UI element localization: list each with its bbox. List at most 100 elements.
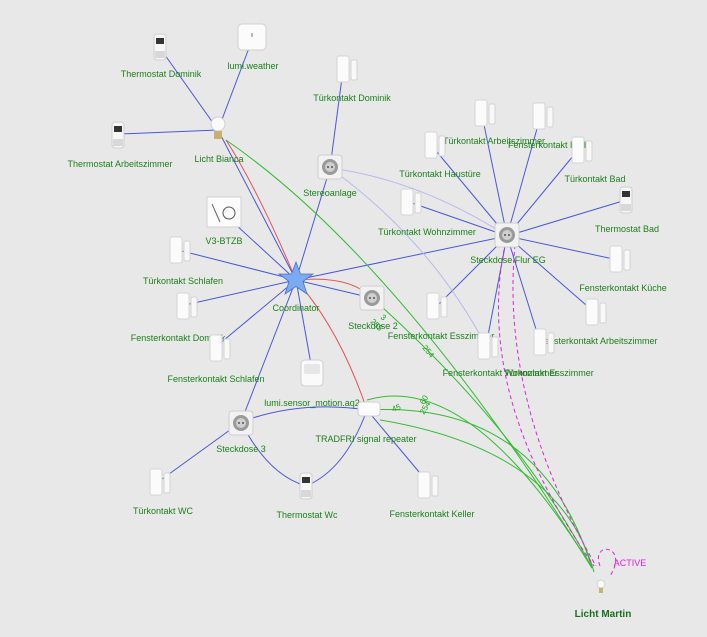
contact-sensor-icon — [585, 298, 607, 326]
node-fensterkontakt-schlafen[interactable]: Fensterkontakt Schlafen — [167, 334, 265, 384]
node-stereoanlage[interactable]: Stereoanlage — [303, 154, 357, 198]
link-coordinator-steckdose3 — [240, 279, 297, 423]
node-label: lumi.sensor_motion.aq2 — [264, 398, 360, 408]
node-tuerkontakt-dominik[interactable]: Türkontakt Dominik — [313, 55, 391, 103]
weather-sensor-icon — [237, 23, 267, 51]
route-bianca-martin — [225, 139, 593, 569]
lock-module-icon — [206, 196, 242, 228]
node-tuerkontakt-haustuere[interactable]: Türkontakt Haustüre — [399, 131, 481, 179]
node-tuerkontakt-wohnzimmer[interactable]: Türkontakt Wohnzimmer — [378, 188, 476, 237]
contact-sensor-icon — [474, 99, 496, 127]
node-label: Stereoanlage — [303, 188, 357, 198]
node-label: Fensterkontakt Küche — [579, 283, 667, 293]
node-label: V3-BTZB — [205, 236, 242, 246]
node-thermostat-dominik[interactable]: Thermostat Dominik — [121, 33, 202, 79]
node-tuerkontakt-schlafen[interactable]: Türkontakt Schlafen — [143, 236, 223, 286]
node-lumi-motion[interactable]: lumi.sensor_motion.aq2 — [264, 359, 360, 408]
link-bianca-thermostat-dominik — [159, 47, 219, 131]
link-coordinator-tuerkontakt-schlafen — [177, 249, 297, 281]
node-fensterkontakt-kueche[interactable]: Fensterkontakt Küche — [579, 245, 667, 293]
node-fensterkontakt-dominik[interactable]: Fensterkontakt Dominik — [131, 292, 226, 343]
repeater-icon — [357, 401, 381, 417]
route-flur-martin-dashed-b — [512, 244, 597, 567]
node-label: Steckdose Flur EG — [470, 255, 546, 265]
link-coordinator-steckdose-flur — [295, 235, 508, 281]
node-label: Thermostat Bad — [595, 224, 659, 234]
link-coordinator-lumi-motion — [295, 279, 313, 371]
link-bianca-thermostat-arbeitszimmer — [119, 129, 219, 135]
node-label: Fensterkontakt Keller — [389, 509, 474, 519]
node-label: Fensterkontakt Schlafen — [167, 374, 264, 384]
link-flur-tuerkontakt-arbeitszimmer — [481, 114, 508, 237]
link-stereo-flur-light — [329, 167, 508, 237]
link-coordinator-licht-bianca — [217, 129, 297, 281]
node-label: Fensterkontakt Bad — [508, 140, 586, 150]
thermostat-icon — [153, 33, 167, 61]
node-label: Steckdose 2 — [348, 321, 398, 331]
contact-sensor-icon — [609, 245, 631, 273]
contact-sensor-icon — [176, 292, 198, 320]
node-label: Licht Martin — [575, 609, 632, 620]
link-flur-fensterkontakt-bad — [506, 117, 541, 237]
plug-icon — [228, 410, 254, 436]
node-fensterkontakt-wohnzimmer[interactable]: Fensterkontakt Wohnzimmer — [443, 332, 558, 378]
contact-sensor-icon — [424, 131, 446, 159]
node-fensterkontakt-bad[interactable]: Fensterkontakt Bad — [508, 102, 586, 150]
contact-sensor-icon — [417, 471, 439, 499]
node-steckdose-2[interactable]: Steckdose 2 — [348, 285, 398, 331]
plug-icon — [317, 154, 343, 180]
contact-sensor-icon — [149, 468, 171, 496]
node-tuerkontakt-arbeitszimmer[interactable]: Türkontakt Arbeitszimmer — [443, 99, 545, 146]
node-label: Fensterkontakt Dominik — [131, 333, 226, 343]
link-coordinator-fensterkontakt-dominik — [184, 279, 297, 306]
link-flur-tuerkontakt-haustuere — [431, 145, 508, 237]
node-fensterkontakt-esszimmer[interactable]: Fensterkontakt Esszimmer — [388, 292, 495, 341]
link-steckdose3-tuerkontakt-wc — [157, 421, 242, 483]
links: 3 255 254 60 254 45 — [119, 39, 627, 577]
link-flur-fensterkontakt-esszimmer — [436, 235, 508, 307]
node-label: Türkontakt WC — [133, 506, 194, 516]
node-label: Licht Bianca — [194, 154, 243, 164]
node-licht-martin[interactable]: Licht Martin ACTIVE — [575, 558, 647, 620]
node-thermostat-arbeitszimmer[interactable]: Thermostat Arbeitszimmer — [67, 121, 173, 169]
node-tuerkontakt-bad[interactable]: Türkontakt Bad — [564, 136, 626, 184]
node-label: Türkontakt Bad — [564, 174, 625, 184]
plug-icon — [494, 222, 520, 248]
route-repeater-martin-a — [366, 395, 593, 569]
node-label: Türkontakt Haustüre — [399, 169, 481, 179]
link-flur-fensterkontakt-arbeitszimmer — [506, 235, 595, 313]
node-label: Fensterkontakt Arbeitszimmer — [538, 336, 657, 346]
node-fensterkontakt-arbeitszimmer[interactable]: Fensterkontakt Arbeitszimmer — [538, 298, 658, 346]
route-repeater-martin-b — [366, 408, 593, 569]
node-label: lumi.weather — [227, 61, 278, 71]
node-v3-btzb[interactable]: V3-BTZB — [205, 196, 243, 246]
node-tuerkontakt-wc[interactable]: Türkontakt WC — [133, 468, 194, 516]
link-stereo-fensterkontakt-wohnzimmer — [329, 167, 487, 347]
nodes: Coordinator Licht Bianca Thermostat Domi… — [67, 23, 667, 620]
node-tuerkontakt-esszimmer[interactable]: Türkontakt Esszimmer — [504, 328, 594, 378]
node-label: TRADFRI signal repeater — [315, 434, 416, 444]
node-fensterkontakt-keller[interactable]: Fensterkontakt Keller — [389, 471, 475, 519]
node-label: Fensterkontakt Esszimmer — [388, 331, 495, 341]
node-label: Türkontakt Esszimmer — [504, 368, 594, 378]
star-icon — [277, 260, 315, 295]
node-label: Thermostat Arbeitszimmer — [67, 159, 172, 169]
link-red-coordinator-repeater — [295, 279, 368, 411]
active-loop — [597, 548, 617, 577]
link-coordinator-stereoanlage — [295, 167, 331, 281]
node-licht-bianca[interactable]: Licht Bianca — [194, 116, 244, 164]
node-steckdose-3[interactable]: Steckdose 3 — [216, 410, 266, 454]
link-stereo-tuerkontakt-dominik — [329, 69, 344, 169]
node-steckdose-flur-eg[interactable]: Steckdose Flur EG — [470, 222, 546, 265]
node-lumi-weather[interactable]: lumi.weather — [227, 23, 279, 71]
node-tradfri-repeater[interactable]: TRADFRI signal repeater — [315, 401, 417, 444]
link-flur-tuerkontakt-wohnzimmer — [411, 202, 508, 237]
contact-sensor-icon — [336, 55, 358, 83]
contact-sensor-icon — [426, 292, 448, 320]
node-coordinator[interactable]: Coordinator — [272, 260, 320, 313]
node-thermostat-bad[interactable]: Thermostat Bad — [595, 186, 659, 234]
motion-sensor-icon — [300, 359, 324, 387]
node-label: Türkontakt Dominik — [313, 93, 391, 103]
node-thermostat-wc[interactable]: Thermostat Wc — [276, 472, 338, 520]
